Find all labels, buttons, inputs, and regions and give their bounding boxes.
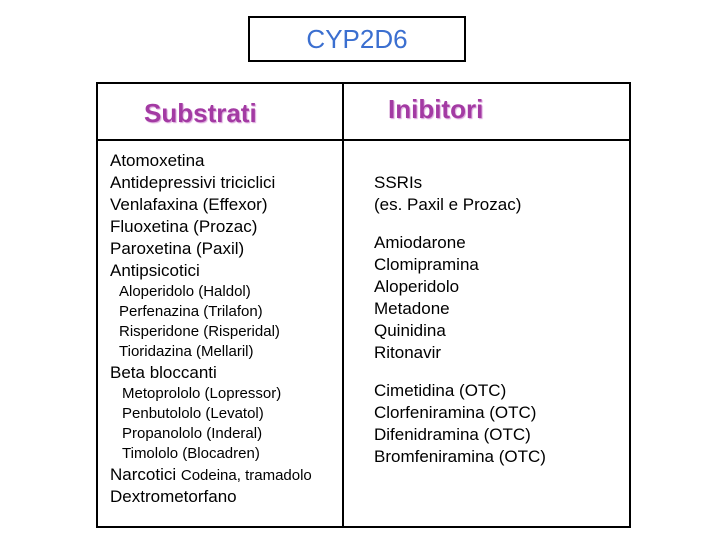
drug-table: Substrati Inibitori Atomoxetina Antidepr… [96,82,631,528]
list-item: Difenidramina (OTC) [374,425,531,444]
header-substrati: Substrati [144,98,257,128]
list-item: Venlafaxina (Effexor) [110,195,268,214]
list-item: Cimetidina (OTC) [374,381,507,400]
list-item: Aloperidolo [374,277,460,296]
inibitori-list: SSRIs (es. Paxil e Prozac) Amiodarone Cl… [374,172,546,468]
list-subitem: Perfenazina (Trilafon) [119,303,263,320]
narcotici-label: Narcotici [110,465,177,484]
list-item: Atomoxetina [110,151,205,170]
list-item: Bromfeniramina (OTC) [374,447,546,466]
list-item: Metadone [374,299,450,318]
narcotici-detail: Codeina, tramadolo [180,467,312,484]
list-item: Clomipramina [374,255,479,274]
list-subitem: Propanololo (Inderal) [122,425,263,442]
list-item: Dextrometorfano [110,487,237,506]
list-subitem: Aloperidolo (Haldol) [119,283,251,300]
list-item: Fluoxetina (Prozac) [110,217,258,236]
column-divider [342,84,344,526]
list-item: Narcotici Codeina, tramadolo [110,464,312,486]
list-item: Antidepressivi triciclici [110,173,276,192]
title-box: CYP2D6 [248,16,466,62]
list-item: Ritonavir [374,343,442,362]
list-subitem: Metoprololo (Lopressor) [122,385,282,402]
list-item: Quinidina [374,321,446,340]
list-item: Paroxetina (Paxil) [110,239,245,258]
list-item: Clorfeniramina (OTC) [374,403,537,422]
list-item: Beta bloccanti [110,363,217,382]
list-item: Antipsicotici [110,261,200,280]
header-inibitori: Inibitori [388,94,484,124]
list-subitem: Penbutololo (Levatol) [122,405,264,422]
list-subitem: Timololo (Blocadren) [122,445,260,462]
page-title: CYP2D6 [306,23,408,54]
list-subitem: Tioridazina (Mellaril) [119,343,254,360]
list-subitem: Risperidone (Risperidal) [119,323,280,340]
list-item: (es. Paxil e Prozac) [374,195,522,214]
list-item: Amiodarone [374,233,466,252]
list-item: SSRIs [374,173,423,192]
header-divider [98,139,629,141]
substrati-list: Atomoxetina Antidepressivi triciclici Ve… [110,150,312,508]
